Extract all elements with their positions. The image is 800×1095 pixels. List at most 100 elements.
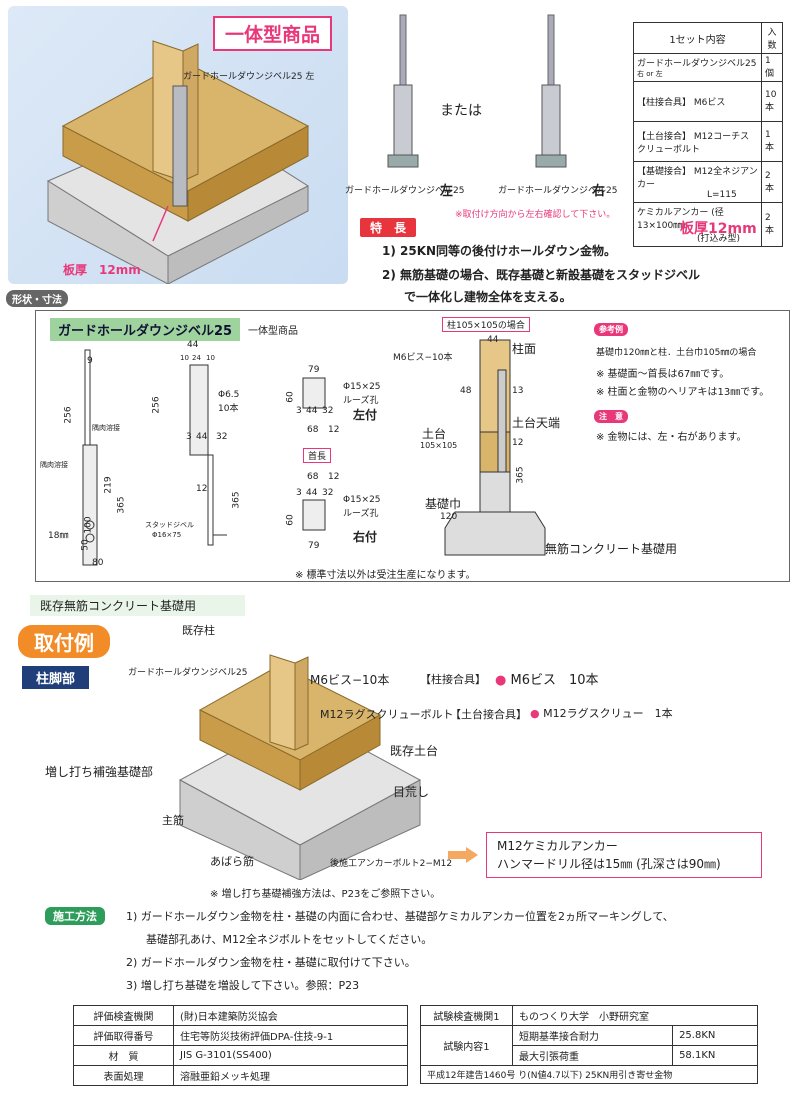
method-step-1: 1) ガードホールダウン金物を柱・基礎の内面に合わせ、基礎部ケミカルアンカー位置… xyxy=(126,910,674,923)
install-m6: M6ビス−10本 xyxy=(310,673,390,687)
spec-value: 住宅等防災技術評価DPA-住技-9-1 xyxy=(173,1025,408,1046)
dimension-subtitle: 一体型商品 xyxy=(248,326,298,337)
lab-key: 試験検査機関1 xyxy=(420,1005,513,1026)
set-row-name: 【柱接合具】 M6ビス xyxy=(637,98,726,108)
column-face: 柱面 xyxy=(512,342,537,356)
set-row-name: 【基礎接合】 M12全ネジアンカー xyxy=(637,167,758,190)
dim-80: 80 xyxy=(92,558,104,568)
dim-32: 32 xyxy=(216,432,228,442)
column-case-label: 柱105×105の場合 xyxy=(442,317,530,332)
install-product-label: ガードホールダウンジベル25 xyxy=(128,668,248,678)
dim-44c: 44 xyxy=(306,406,318,416)
existing-column-label: 既存柱 xyxy=(182,624,215,637)
set-row-sub: L=115 xyxy=(707,190,737,200)
right-attach: 右付 xyxy=(353,530,378,544)
foundation-width: 基礎巾 xyxy=(425,497,462,511)
set-row-sub: (打込み型) xyxy=(697,234,741,244)
col-joint-label: 【柱接合具】 xyxy=(420,673,486,686)
spec-table-left: 評価検査機関(財)日本建築防災協会 評価取得番号住宅等防災技術評価DPA-住技-… xyxy=(73,1005,408,1086)
anchor-line-1: M12ケミカルアンカー xyxy=(497,839,618,853)
spec-key: 表面処理 xyxy=(73,1065,174,1086)
set-row-qty: 1個 xyxy=(761,53,783,82)
ref-line-1: 基礎巾120㎜と柱．土台巾105㎜の場合 xyxy=(596,348,757,358)
left-variant-side: 左 xyxy=(440,184,454,199)
set-row-name: ケミカルアンカー (径13×100㎜) xyxy=(637,208,724,231)
spec-footer: 平成12年建告1460号 り(N値4.7以下) 25KN用引き寄せ金物 xyxy=(420,1065,758,1084)
dimension-footnote: ※ 標準寸法以外は受注生産になります。 xyxy=(295,570,476,581)
roughen-label: 目荒し xyxy=(393,785,430,799)
set-row-name: ガードホールダウンジベル25 xyxy=(637,59,757,69)
spec-key: 評価検査機関 xyxy=(73,1005,174,1026)
main-bar-label: 主筋 xyxy=(162,814,184,827)
spec-value: (財)日本建築防災協会 xyxy=(173,1005,408,1026)
dim-12c: 12 xyxy=(328,472,340,482)
install-illustration xyxy=(178,654,422,880)
feature-line-2: 2) 無筋基礎の場合、既存基礎と新設基礎をスタッドジベル xyxy=(382,268,701,282)
plain-concrete-label: 無筋コンクリート基礎用 xyxy=(545,542,678,556)
dim-48: 48 xyxy=(460,386,472,396)
dim-13: 13 xyxy=(512,386,524,396)
anchor-line-2: ハンマードリル径は15㎜ (孔深さは90㎜) xyxy=(497,857,721,871)
right-variant-side: 右 xyxy=(592,184,606,199)
dim-loose: Φ15×25 xyxy=(343,382,381,392)
dim-50: 50 xyxy=(80,539,91,551)
dim-256a: 256 xyxy=(63,406,74,424)
spec-key: 評価取得番号 xyxy=(73,1025,174,1046)
dim-219: 219 xyxy=(103,476,114,494)
dim-10b: 10 xyxy=(206,354,215,362)
caution-tag: 注 意 xyxy=(594,410,628,423)
dimension-title: ガードホールダウンジベル25 xyxy=(50,318,241,341)
col-joint-value: M6ビス 10本 xyxy=(510,673,599,688)
dim-24: 24 xyxy=(192,354,201,362)
sill-joint-value: M12ラグスクリュー 1本 xyxy=(543,707,673,720)
hero-product-label: ガードホールダウンジベル25 左 xyxy=(183,72,315,82)
feature-line-1: 1) 25KN同等の後付けホールダウン金物。 xyxy=(382,244,617,258)
m6-label: M6ビス−10本 xyxy=(393,353,453,363)
dimension-section-tag: 形状・寸法 xyxy=(6,290,68,307)
feature-line-3: で一体化し建物全体を支える。 xyxy=(404,290,572,304)
dim-44b: 44 xyxy=(196,432,208,442)
method-step-3: 3) 増し打ち基礎を増設して下さい。参照：P23 xyxy=(126,979,360,992)
dim-68: 68 xyxy=(307,425,319,435)
existing-sill-label: 既存土台 xyxy=(390,744,439,758)
bullet-icon: ● xyxy=(530,707,540,720)
bullet-icon: ● xyxy=(495,673,507,688)
reinforce-label: 増し打ち補強基礎部 xyxy=(45,765,154,779)
direction-note: ※取付け方向から左右確認して下さい。 xyxy=(455,210,616,220)
neck-label: 首長 xyxy=(303,448,332,463)
set-row-qty: 2本 xyxy=(761,161,783,203)
dim-32b: 32 xyxy=(322,406,334,416)
ref-line-2: ※ 基礎面〜首長は67㎜です。 xyxy=(596,369,730,380)
dim-hole: Φ6.5 xyxy=(218,390,240,400)
dim-60b: 60 xyxy=(285,514,296,526)
dim-weld-1: 隅肉溶接 xyxy=(92,424,120,432)
dim-3b: 3 xyxy=(296,406,302,416)
features-tag: 特 長 xyxy=(360,218,417,237)
left-attach: 左付 xyxy=(353,408,378,422)
spec-value: JIS G-3101(SS400) xyxy=(173,1045,408,1066)
dim-10: 10 xyxy=(180,354,189,362)
spec-value: 溶融亜鉛メッキ処理 xyxy=(173,1065,408,1086)
or-text: または xyxy=(440,103,482,119)
dim-weld-2: 隅肉溶接 xyxy=(40,461,68,469)
lab-value: ものつくり大学 小野研究室 xyxy=(512,1005,758,1026)
sill-label: 土台 xyxy=(422,427,447,441)
ref-line-3: ※ 柱面と金物のヘリアキは13㎜です。 xyxy=(596,387,770,398)
dim-12d: 12 xyxy=(512,438,524,448)
integrated-badge: 一体型商品 xyxy=(213,16,333,51)
dim-365b: 365 xyxy=(231,491,242,509)
sill-joint-label: 【土台接合具】 xyxy=(450,708,527,721)
column-base-tag: 柱脚部 xyxy=(22,666,90,689)
set-row-sub: 右 or 左 xyxy=(637,70,663,78)
set-row-qty: 10本 xyxy=(761,81,783,122)
dim-100: 100 xyxy=(83,516,94,534)
install-ref-note: ※ 増し打ち基礎補強方法は、P23をご参照下さい。 xyxy=(210,889,441,900)
caution-line: ※ 金物には、左・右があります。 xyxy=(596,432,747,443)
dim-loose-label: ルーズ孔 xyxy=(343,396,379,406)
dim-44: 44 xyxy=(187,340,199,350)
left-variant-label: ガードホールダウンジベル25 xyxy=(345,186,465,196)
dim-256b: 256 xyxy=(151,396,162,414)
right-variant-label: ガードホールダウンジベル25 xyxy=(498,186,618,196)
hero-panel: 一体型商品 ガードホールダウンジベル25 左 板厚 12mm xyxy=(8,6,348,284)
